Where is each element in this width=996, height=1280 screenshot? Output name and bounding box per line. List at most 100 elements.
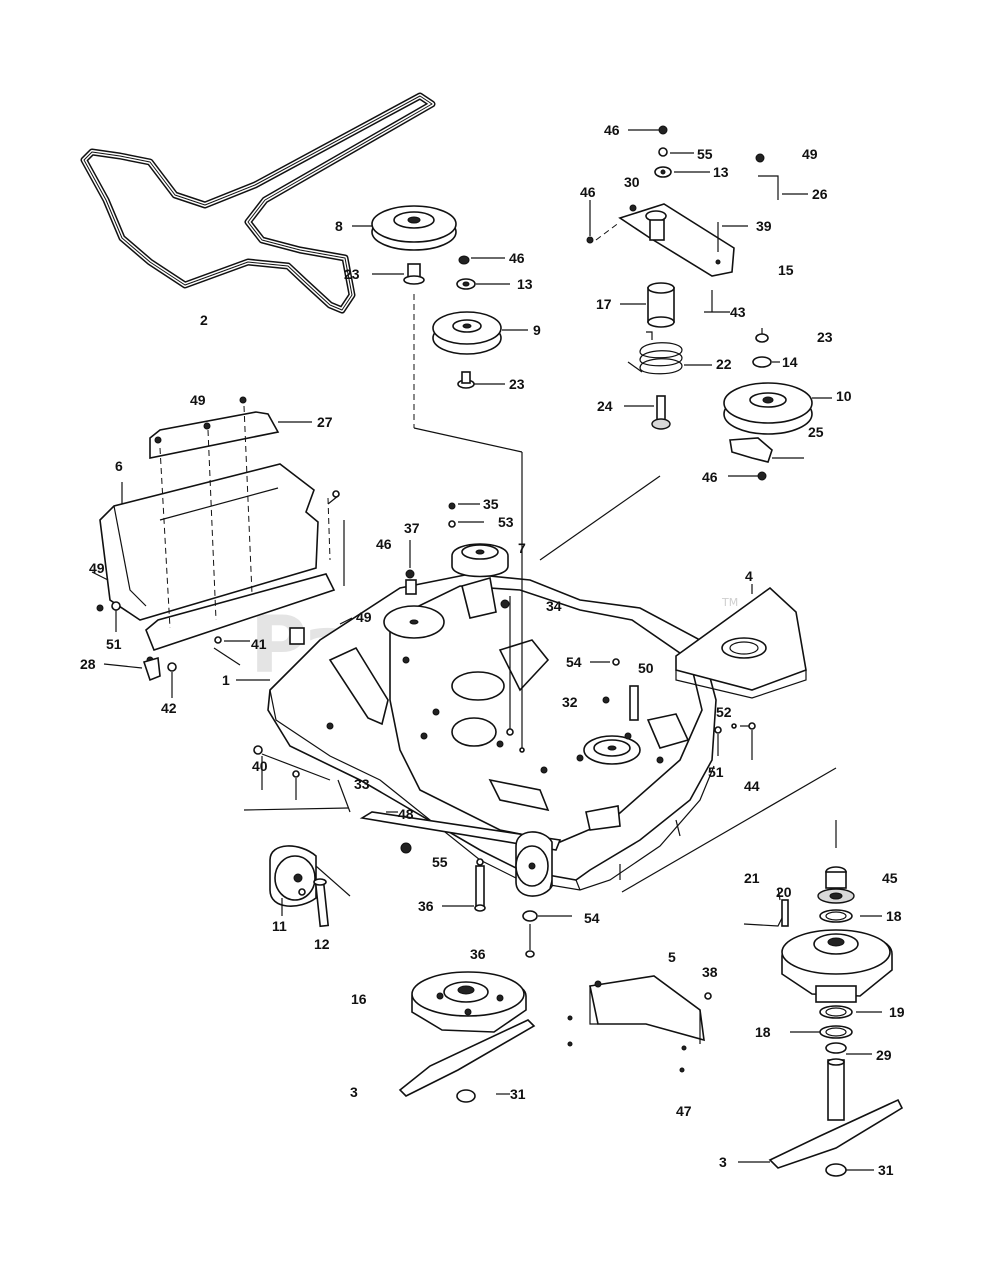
callout-2: 2 — [200, 312, 208, 328]
callout-15: 15 — [778, 262, 794, 278]
callout-3-a: 3 — [350, 1084, 358, 1100]
callout-31-b: 31 — [878, 1162, 894, 1178]
callout-55-a: 55 — [697, 146, 713, 162]
callout-16: 16 — [351, 991, 367, 1007]
callout-54-b: 54 — [584, 910, 600, 926]
callout-40: 40 — [252, 758, 268, 774]
idler-hardware — [628, 125, 808, 200]
spindle-16 — [398, 971, 536, 1103]
callout-50: 50 — [638, 660, 654, 676]
callout-55-b: 55 — [432, 854, 448, 870]
pin-24 — [624, 395, 671, 430]
spring-22 — [627, 331, 712, 375]
callout-32: 32 — [562, 694, 578, 710]
callout-36-a: 36 — [418, 898, 434, 914]
belt-drawing — [80, 92, 436, 314]
callout-6: 6 — [115, 458, 123, 474]
callout-45: 45 — [882, 870, 898, 886]
bearing-13-top — [456, 278, 510, 290]
callout-23-b: 23 — [817, 329, 833, 345]
callout-52: 52 — [716, 704, 732, 720]
watermark-tm: TM — [721, 596, 738, 609]
idler-pulley-10 — [723, 328, 832, 435]
callout-18-b: 18 — [755, 1024, 771, 1040]
belt-cover-6 — [99, 396, 340, 664]
callout-3-b: 3 — [719, 1154, 727, 1170]
callout-9: 9 — [533, 322, 541, 338]
callout-10: 10 — [836, 388, 852, 404]
bushing-17 — [620, 282, 675, 328]
callout-14: 14 — [782, 354, 798, 370]
left-hardware — [96, 601, 250, 698]
washer-54-low — [522, 910, 572, 958]
pin-12 — [313, 878, 330, 928]
callout-46-c: 46 — [509, 250, 525, 266]
callout-47: 47 — [676, 1103, 692, 1119]
callout-33: 33 — [354, 776, 370, 792]
callout-51-a: 51 — [106, 636, 122, 652]
callout-34: 34 — [546, 598, 562, 614]
callout-49-c: 49 — [89, 560, 105, 576]
callout-37: 37 — [404, 520, 420, 536]
callout-43: 43 — [730, 304, 746, 320]
spacer-23-mid — [457, 371, 505, 389]
pulley-8 — [352, 205, 457, 251]
nut-46-top — [458, 255, 505, 265]
callout-leaders — [91, 571, 882, 1171]
callout-29: 29 — [876, 1047, 892, 1063]
callout-7: 7 — [518, 540, 526, 556]
callout-42: 42 — [161, 700, 177, 716]
callout-28: 28 — [80, 656, 96, 672]
deck-hardware — [253, 502, 756, 854]
callout-30: 30 — [624, 174, 640, 190]
callout-23-a: 23 — [344, 266, 360, 282]
callout-27: 27 — [317, 414, 333, 430]
callout-4: 4 — [745, 568, 753, 584]
idler-arm-15 — [586, 200, 748, 313]
callout-46-a: 46 — [604, 122, 620, 138]
wheel-11 — [269, 845, 317, 916]
bracket-25 — [728, 437, 804, 481]
callout-39: 39 — [756, 218, 772, 234]
bracket-5 — [567, 975, 712, 1073]
spacer-23-top — [372, 263, 425, 285]
callout-51-b: 51 — [708, 764, 724, 780]
callout-36-b: 36 — [470, 946, 486, 962]
callout-12: 12 — [314, 936, 330, 952]
callout-8: 8 — [335, 218, 343, 234]
callout-46-b: 46 — [580, 184, 596, 200]
callout-49-a: 49 — [802, 146, 818, 162]
callout-46-e: 46 — [376, 536, 392, 552]
callout-18-a: 18 — [886, 908, 902, 924]
wheel-front — [515, 831, 553, 897]
callout-19: 19 — [889, 1004, 905, 1020]
callout-41: 41 — [251, 636, 267, 652]
callout-1: 1 — [222, 672, 230, 688]
mower-deck-1 — [267, 543, 717, 891]
callout-38: 38 — [702, 964, 718, 980]
callout-31-a: 31 — [510, 1086, 526, 1102]
callout-25: 25 — [808, 424, 824, 440]
spindle-exploded — [743, 820, 904, 1177]
callout-23-c: 23 — [509, 376, 525, 392]
callout-46-d: 46 — [702, 469, 718, 485]
pulley-9 — [432, 311, 528, 355]
callout-44: 44 — [744, 778, 760, 794]
callout-21: 21 — [744, 870, 760, 886]
bolt-36 — [442, 858, 486, 912]
callout-24: 24 — [597, 398, 613, 414]
callout-49-d: 49 — [356, 609, 372, 625]
callout-26: 26 — [812, 186, 828, 202]
callout-labels: 46 55 49 30 13 26 46 39 15 8 46 23 13 17… — [80, 122, 905, 1178]
callout-13-a: 13 — [713, 164, 729, 180]
callout-54-a: 54 — [566, 654, 582, 670]
callout-13-b: 13 — [517, 276, 533, 292]
deflector-plate-4 — [675, 584, 807, 699]
callout-35: 35 — [483, 496, 499, 512]
callout-49-b: 49 — [190, 392, 206, 408]
callout-22: 22 — [716, 356, 732, 372]
callout-20: 20 — [776, 884, 792, 900]
callout-5: 5 — [668, 949, 676, 965]
callout-53: 53 — [498, 514, 514, 530]
